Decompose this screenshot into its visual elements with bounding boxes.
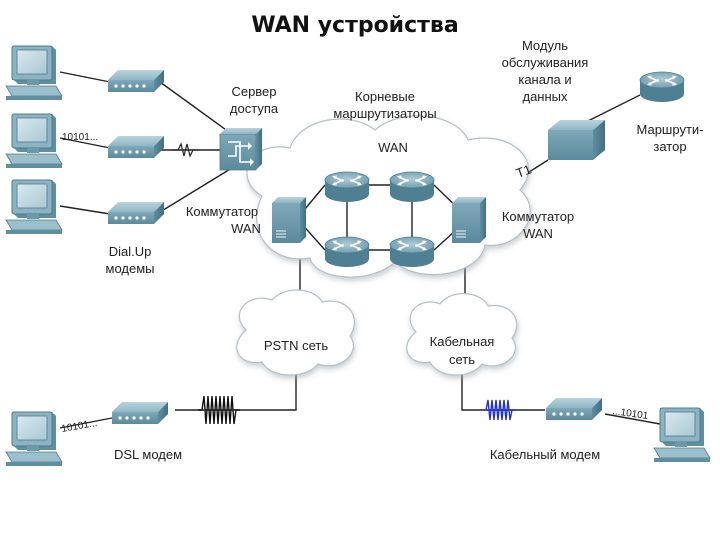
pc-3-icon: [5, 179, 63, 235]
pc-cable-icon: [653, 407, 711, 463]
dialup-label-1: Dial.Up: [109, 244, 152, 259]
analog-signal-icon: [172, 142, 199, 158]
link-modem-pc: [604, 413, 661, 425]
cable-cloud: [406, 293, 518, 376]
core-routers-label-2: маршрутизаторы: [333, 106, 436, 121]
access-server-label-1: Сервер: [231, 84, 276, 99]
router-label-1: Маршрути-: [637, 122, 704, 137]
csu-dsu-label-4: данных: [522, 89, 568, 104]
csu-dsu-label-1: Модуль: [522, 38, 568, 53]
edge-router-icon: [639, 71, 685, 103]
binary-cable-label: ...10101: [612, 406, 650, 422]
csu-dsu-label-2: обслуживания: [502, 55, 589, 70]
router-label-2: затор: [653, 139, 686, 154]
csu-dsu-label-3: канала и: [518, 72, 571, 87]
page-title: WAN устройства: [251, 13, 458, 38]
binary-dialup-label: 10101...: [62, 132, 98, 143]
wan-switch-right-label-2: WAN: [523, 226, 553, 241]
link-pc2-modem: [59, 137, 111, 149]
dialup-modem-2: [108, 136, 164, 158]
cable-net-label-1: Кабельная: [430, 334, 495, 349]
link-cable-modem: [461, 360, 545, 411]
pstn-cloud: [236, 289, 355, 376]
core-routers-label-1: Корневые: [355, 89, 415, 104]
cable-net-label-2: сеть: [449, 352, 475, 367]
link-dialup3-access: [159, 167, 233, 213]
cable-modem-icon: [546, 398, 602, 420]
dsl-signal-icon: [198, 395, 240, 425]
dialup-modem-1: [108, 70, 164, 92]
t1-label: T1: [514, 162, 533, 181]
link-pc3-modem: [59, 205, 111, 215]
wan-cloud-label: WAN: [378, 140, 408, 155]
access-server-icon: [219, 128, 262, 171]
dsl-modem-icon: [112, 402, 168, 424]
link-pc-dsl: [59, 417, 113, 429]
wan-switch-left-label-2: WAN: [231, 221, 261, 236]
wan-switch-left: [271, 196, 307, 244]
wan-switch-left-label-1: Коммутатор: [186, 204, 258, 219]
wan-switch-right-label-1: Коммутатор: [502, 209, 574, 224]
cable-signal-icon: [482, 399, 516, 421]
core-router-3: [324, 236, 370, 268]
pc-2-icon: [5, 113, 63, 169]
core-router-2: [389, 171, 435, 203]
pc-1-icon: [5, 45, 63, 101]
link-pc1-modem: [59, 71, 111, 83]
pstn-label: PSTN сеть: [264, 338, 329, 353]
dialup-modem-3: [108, 202, 164, 224]
cable-modem-label: Кабельный модем: [490, 447, 600, 462]
access-server-label-2: доступа: [230, 101, 279, 116]
pc-dsl-icon: [5, 411, 63, 467]
binary-dsl-label: 10101...: [61, 418, 99, 435]
core-router-1: [324, 171, 370, 203]
wan-switch-right: [451, 196, 487, 244]
dsl-modem-label: DSL модем: [114, 447, 182, 462]
dialup-label-2: модемы: [106, 261, 155, 276]
core-router-4: [389, 236, 435, 268]
csu-dsu-icon: [548, 120, 605, 160]
